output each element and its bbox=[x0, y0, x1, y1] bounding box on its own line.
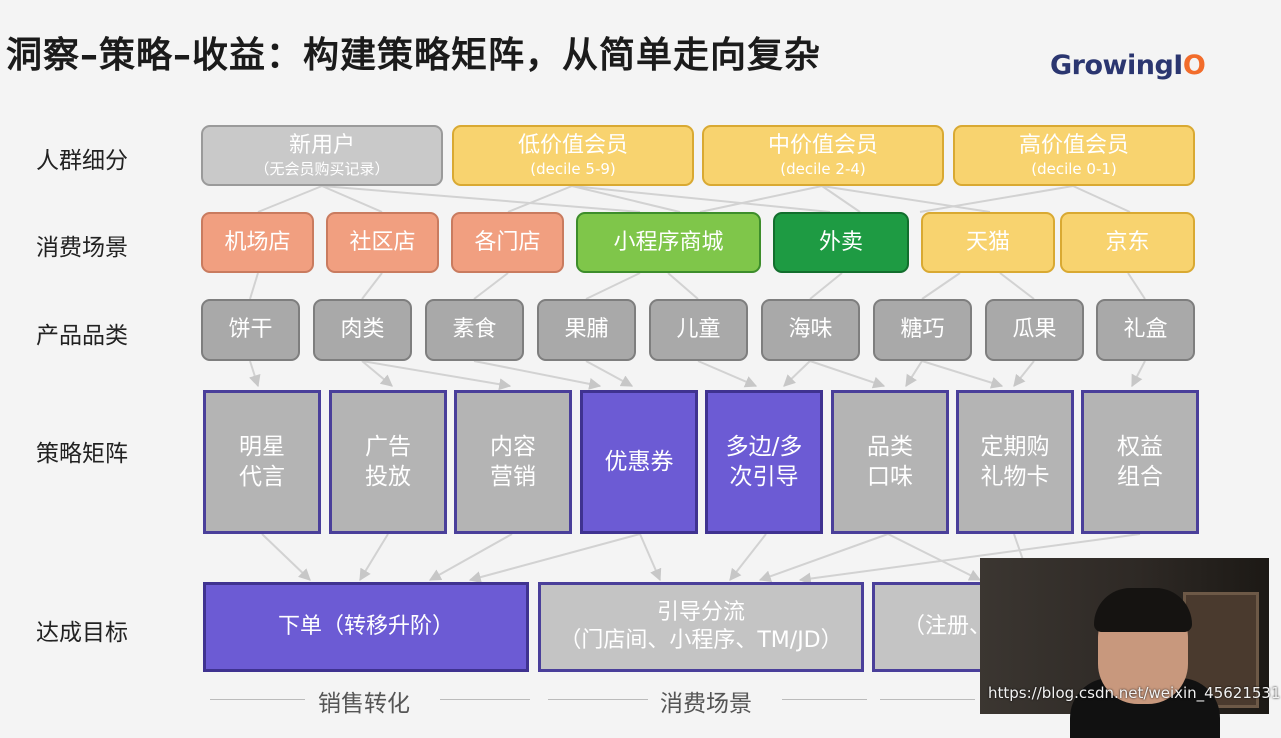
strategy-multi-guidance: 多边/多 次引导 bbox=[705, 390, 823, 534]
category-label: 饼干 bbox=[228, 317, 273, 342]
strategy-line2: 代言 bbox=[239, 464, 285, 490]
scene-label: 天猫 bbox=[965, 229, 1010, 255]
segment-mid-value: 中价值会员 (decile 2-4) bbox=[702, 125, 944, 186]
segment-sub: （无会员购买记录） bbox=[254, 160, 390, 178]
strategy-line1: 多边/多 bbox=[725, 434, 803, 460]
row-label-categories: 产品品类 bbox=[36, 323, 128, 349]
row-label-segments: 人群细分 bbox=[36, 148, 128, 174]
row-label-strategies: 策略矩阵 bbox=[36, 441, 128, 467]
scene-label: 京东 bbox=[1105, 229, 1150, 255]
presenter-video bbox=[980, 558, 1269, 738]
range-line bbox=[210, 699, 305, 700]
category-label: 礼盒 bbox=[1123, 317, 1168, 342]
scene-all-stores: 各门店 bbox=[451, 212, 564, 273]
category-label: 果脯 bbox=[564, 317, 609, 342]
scene-label: 各门店 bbox=[474, 229, 541, 255]
scene-mini-program: 小程序商城 bbox=[576, 212, 761, 273]
category-label: 海味 bbox=[788, 317, 833, 342]
growingio-logo: GrowingIO bbox=[1050, 50, 1206, 81]
connector-arrows bbox=[248, 185, 1146, 585]
goal-traffic-diversion: 引导分流 （门店间、小程序、TM/JD） bbox=[538, 582, 864, 672]
strategy-line1: 内容 bbox=[490, 434, 536, 460]
goal-line1: 引导分流 bbox=[656, 600, 745, 625]
segment-sub: (decile 0-1) bbox=[1031, 160, 1117, 178]
segment-high-value: 高价值会员 (decile 0-1) bbox=[953, 125, 1195, 186]
category-label: 素食 bbox=[452, 317, 497, 342]
strategy-line1: 优惠券 bbox=[604, 449, 674, 475]
row-label-scenes: 消费场景 bbox=[36, 235, 128, 261]
strategy-line2: 次引导 bbox=[729, 464, 799, 490]
segment-label: 高价值会员 bbox=[1018, 133, 1129, 158]
strategy-line2: 投放 bbox=[365, 464, 411, 490]
strategy-coupon: 优惠券 bbox=[580, 390, 698, 534]
strategy-line2: 组合 bbox=[1117, 464, 1163, 490]
segment-low-value: 低价值会员 (decile 5-9) bbox=[452, 125, 694, 186]
segment-sub: (decile 5-9) bbox=[530, 160, 616, 178]
category-biscuits: 饼干 bbox=[201, 299, 300, 361]
range-line bbox=[782, 699, 867, 700]
range-line bbox=[880, 699, 975, 700]
category-gift-box: 礼盒 bbox=[1096, 299, 1195, 361]
presenter-hair bbox=[1094, 588, 1192, 632]
category-seafood: 海味 bbox=[761, 299, 860, 361]
category-dried-fruit: 果脯 bbox=[537, 299, 636, 361]
strategy-line1: 权益 bbox=[1117, 434, 1163, 460]
strategy-line2: 礼物卡 bbox=[980, 464, 1050, 490]
category-meat: 肉类 bbox=[313, 299, 412, 361]
strategy-category-flavor: 品类 口味 bbox=[831, 390, 949, 534]
category-label: 糖巧 bbox=[900, 317, 945, 342]
scene-label: 机场店 bbox=[224, 229, 291, 255]
strategy-ad-placement: 广告 投放 bbox=[329, 390, 447, 534]
strategy-celebrity-endorsement: 明星 代言 bbox=[203, 390, 321, 534]
goal-line1: 下单（转移升阶） bbox=[277, 614, 454, 639]
scene-label: 小程序商城 bbox=[613, 229, 724, 255]
strategy-line1: 定期购 bbox=[980, 434, 1050, 460]
scene-airport-store: 机场店 bbox=[201, 212, 314, 273]
strategy-benefit-bundle: 权益 组合 bbox=[1081, 390, 1199, 534]
logo-text: GrowingI bbox=[1050, 50, 1183, 81]
goal-line2: （门店间、小程序、TM/JD） bbox=[559, 628, 843, 653]
segment-label: 中价值会员 bbox=[767, 133, 878, 158]
scene-tmall: 天猫 bbox=[921, 212, 1055, 273]
segment-label: 新用户 bbox=[288, 133, 355, 158]
segment-label: 低价值会员 bbox=[517, 133, 628, 158]
scene-label: 外卖 bbox=[818, 229, 863, 255]
strategy-subscription-giftcard: 定期购 礼物卡 bbox=[956, 390, 1074, 534]
category-label: 儿童 bbox=[676, 317, 721, 342]
strategy-line1: 品类 bbox=[867, 434, 913, 460]
segment-new-user: 新用户 （无会员购买记录） bbox=[201, 125, 443, 186]
scene-label: 社区店 bbox=[349, 229, 416, 255]
goal-line2: （注册、 bbox=[903, 614, 992, 639]
category-label: 肉类 bbox=[340, 317, 385, 342]
logo-accent: O bbox=[1182, 50, 1206, 81]
strategy-line2: 营销 bbox=[490, 464, 536, 490]
strategy-line1: 明星 bbox=[239, 434, 285, 460]
range-line bbox=[440, 699, 530, 700]
goal-order-upgrade: 下单（转移升阶） bbox=[203, 582, 529, 672]
range-line bbox=[548, 699, 648, 700]
watermark-url: https://blog.csdn.net/weixin_45621531 bbox=[988, 684, 1281, 702]
category-candy-chocolate: 糖巧 bbox=[873, 299, 972, 361]
segment-sub: (decile 2-4) bbox=[780, 160, 866, 178]
category-children: 儿童 bbox=[649, 299, 748, 361]
range-label-consumption-scene: 消费场景 bbox=[660, 691, 752, 717]
row-label-goals: 达成目标 bbox=[36, 620, 128, 646]
scene-community-store: 社区店 bbox=[326, 212, 439, 273]
category-vegetarian: 素食 bbox=[425, 299, 524, 361]
strategy-line2: 口味 bbox=[867, 464, 913, 490]
range-label-sales-conversion: 销售转化 bbox=[318, 691, 410, 717]
strategy-content-marketing: 内容 营销 bbox=[454, 390, 572, 534]
page-title: 洞察–策略–收益：构建策略矩阵，从简单走向复杂 bbox=[6, 35, 822, 76]
strategy-line1: 广告 bbox=[365, 434, 411, 460]
category-nuts: 瓜果 bbox=[985, 299, 1084, 361]
scene-jd: 京东 bbox=[1060, 212, 1195, 273]
scene-delivery: 外卖 bbox=[773, 212, 909, 273]
category-label: 瓜果 bbox=[1012, 317, 1057, 342]
